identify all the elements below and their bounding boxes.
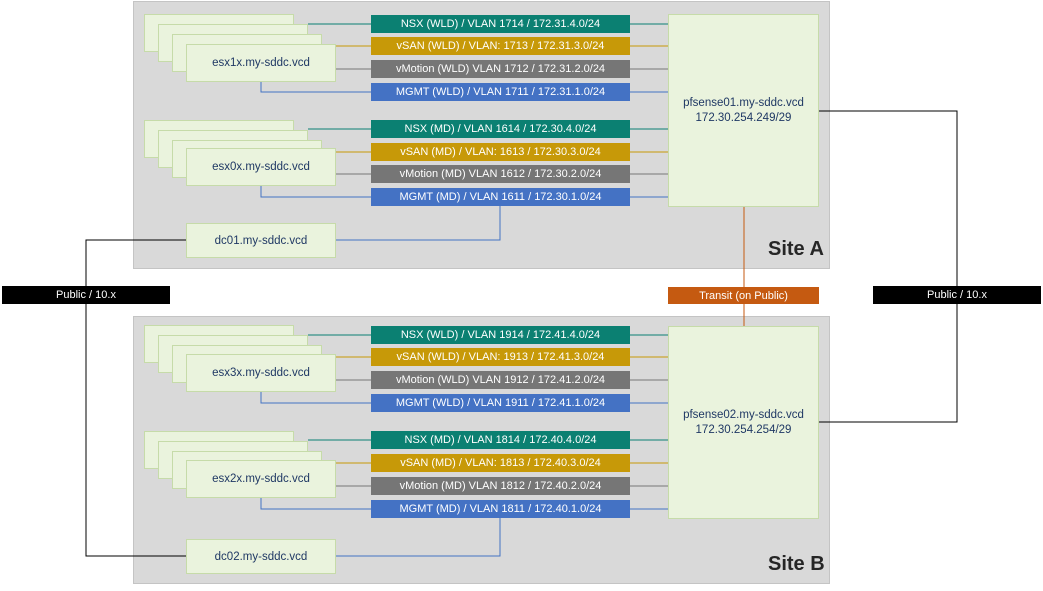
network-mgmt-md-b[interactable]: MGMT (MD) / VLAN 1811 / 172.40.1.0/24 (371, 500, 630, 518)
network-vmotion-wld-b[interactable]: vMotion (WLD) VLAN 1912 / 172.41.2.0/24 (371, 371, 630, 389)
dc02-node[interactable]: dc02.my-sddc.vcd (186, 539, 336, 574)
pfsense02-name: pfsense02.my-sddc.vcd (683, 408, 804, 421)
site-a-label: Site A (768, 238, 824, 260)
public-network-right[interactable]: Public / 10.x (873, 286, 1041, 304)
host-esx3x[interactable]: esx3x.my-sddc.vcd (186, 354, 336, 392)
network-vsan-md-b[interactable]: vSAN (MD) / VLAN: 1813 / 172.40.3.0/24 (371, 454, 630, 472)
pfsense01-name: pfsense01.my-sddc.vcd (683, 96, 804, 109)
network-mgmt-wld-b[interactable]: MGMT (WLD) / VLAN 1911 / 172.41.1.0/24 (371, 394, 630, 412)
host-esx1x[interactable]: esx1x.my-sddc.vcd (186, 44, 336, 82)
network-vsan-wld-b[interactable]: vSAN (WLD) / VLAN: 1913 / 172.41.3.0/24 (371, 348, 630, 366)
network-vmotion-wld-a[interactable]: vMotion (WLD) VLAN 1712 / 172.31.2.0/24 (371, 60, 630, 78)
dc01-node[interactable]: dc01.my-sddc.vcd (186, 223, 336, 258)
network-mgmt-wld-a[interactable]: MGMT (WLD) / VLAN 1711 / 172.31.1.0/24 (371, 83, 630, 101)
pfsense02-node[interactable]: pfsense02.my-sddc.vcd 172.30.254.254/29 (668, 326, 819, 519)
host-esx2x[interactable]: esx2x.my-sddc.vcd (186, 460, 336, 498)
pfsense01-ip: 172.30.254.249/29 (695, 111, 792, 124)
network-nsx-md-a[interactable]: NSX (MD) / VLAN 1614 / 172.30.4.0/24 (371, 120, 630, 138)
network-nsx-md-b[interactable]: NSX (MD) / VLAN 1814 / 172.40.4.0/24 (371, 431, 630, 449)
network-vmotion-md-a[interactable]: vMotion (MD) VLAN 1612 / 172.30.2.0/24 (371, 165, 630, 183)
network-mgmt-md-a[interactable]: MGMT (MD) / VLAN 1611 / 172.30.1.0/24 (371, 188, 630, 206)
network-vmotion-md-b[interactable]: vMotion (MD) VLAN 1812 / 172.40.2.0/24 (371, 477, 630, 495)
transit-network[interactable]: Transit (on Public) (668, 287, 819, 304)
network-nsx-wld-b[interactable]: NSX (WLD) / VLAN 1914 / 172.41.4.0/24 (371, 326, 630, 344)
pfsense02-ip: 172.30.254.254/29 (695, 423, 792, 436)
public-network-left[interactable]: Public / 10.x (2, 286, 170, 304)
network-vsan-wld-a[interactable]: vSAN (WLD) / VLAN: 1713 / 172.31.3.0/24 (371, 37, 630, 55)
pfsense01-node[interactable]: pfsense01.my-sddc.vcd 172.30.254.249/29 (668, 14, 819, 207)
site-b-label: Site B (768, 553, 825, 575)
network-nsx-wld-a[interactable]: NSX (WLD) / VLAN 1714 / 172.31.4.0/24 (371, 15, 630, 33)
host-esx0x[interactable]: esx0x.my-sddc.vcd (186, 148, 336, 186)
network-vsan-md-a[interactable]: vSAN (MD) / VLAN: 1613 / 172.30.3.0/24 (371, 143, 630, 161)
